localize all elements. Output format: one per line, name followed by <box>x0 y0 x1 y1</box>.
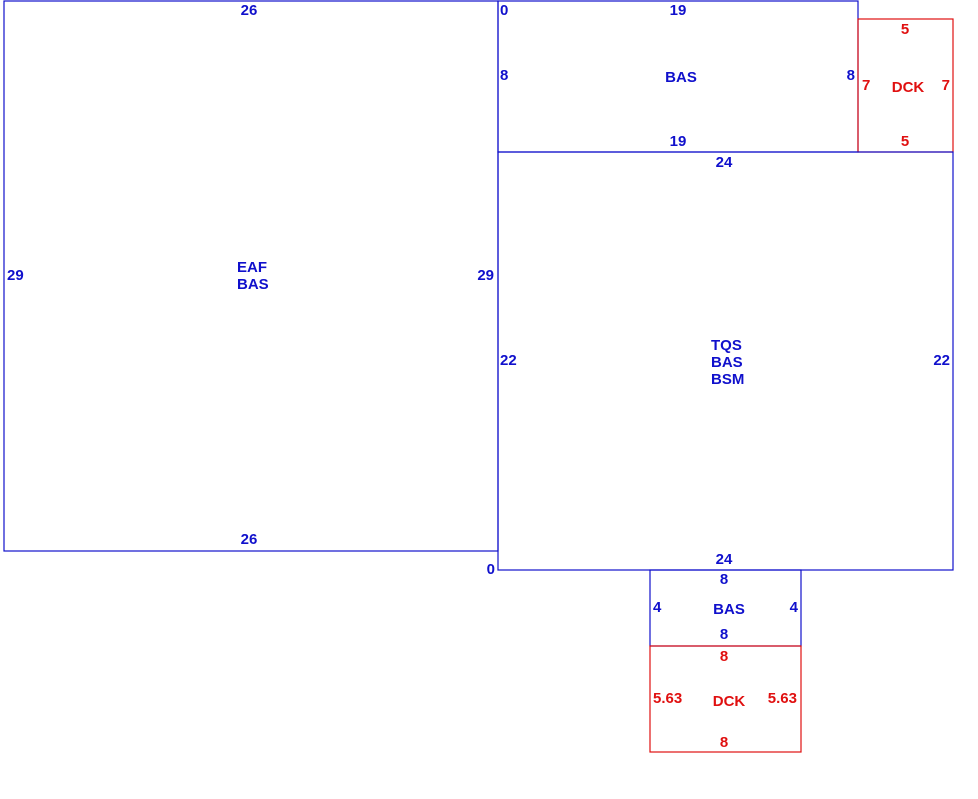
bas-bottom-dim-top: 8 <box>720 571 728 588</box>
dck-bottom-dim-top: 8 <box>720 648 728 665</box>
dck-top-dim-top: 5 <box>901 21 909 38</box>
bas-bottom-dim-left: 4 <box>653 599 662 616</box>
eaf-dim-top: 26 <box>241 2 258 19</box>
bas-bottom-dim-bottom: 8 <box>720 626 728 643</box>
bas-top-code: BAS <box>665 69 697 86</box>
dck-bottom-dim-bottom: 8 <box>720 734 728 751</box>
dck-bottom-dim-left: 5.63 <box>653 690 682 707</box>
dck-top-dim-left: 7 <box>862 77 870 94</box>
section-bas-bottom: 8 8 4 4 BAS <box>649 569 802 647</box>
section-dck-bottom-outline <box>649 645 802 753</box>
tqs-dim-top: 24 <box>716 154 733 171</box>
section-bas-top: 0 19 19 8 8 BAS <box>497 0 859 153</box>
tqs-code-1: TQS <box>711 337 742 354</box>
dck-top-dim-right: 7 <box>942 77 950 94</box>
dck-top-dim-bottom: 5 <box>901 133 909 150</box>
tqs-dim-left: 22 <box>500 352 517 369</box>
bas-bottom-dim-right: 4 <box>790 599 799 616</box>
tqs-corner-marker: 0 <box>487 561 495 578</box>
tqs-dim-right: 22 <box>933 352 950 369</box>
section-eaf-bas: 26 26 29 29 EAF BAS <box>3 0 499 552</box>
eaf-dim-left: 29 <box>7 267 24 284</box>
section-tqs-bas-bsm: 24 24 22 22 0 TQS BAS BSM <box>487 151 954 578</box>
bas-top-corner-marker: 0 <box>500 2 508 19</box>
bas-top-dim-right: 8 <box>847 67 855 84</box>
section-dck-bottom: 8 8 5.63 5.63 DCK <box>649 645 802 753</box>
tqs-dim-bottom: 24 <box>716 551 733 568</box>
dck-bottom-code: DCK <box>713 693 746 710</box>
tqs-code-3: BSM <box>711 371 744 388</box>
eaf-dim-right: 29 <box>477 267 494 284</box>
bas-bottom-code: BAS <box>713 601 745 618</box>
section-dck-top: 5 5 7 7 DCK <box>857 18 954 153</box>
dck-bottom-dim-right: 5.63 <box>768 690 797 707</box>
eaf-code-1: EAF <box>237 259 267 276</box>
eaf-dim-bottom: 26 <box>241 531 258 548</box>
bas-top-dim-bottom: 19 <box>670 133 687 150</box>
dck-top-code: DCK <box>892 79 925 96</box>
tqs-code-2: BAS <box>711 354 743 371</box>
bas-top-dim-left: 8 <box>500 67 508 84</box>
bas-top-dim-top: 19 <box>670 2 687 19</box>
eaf-code-2: BAS <box>237 276 269 293</box>
